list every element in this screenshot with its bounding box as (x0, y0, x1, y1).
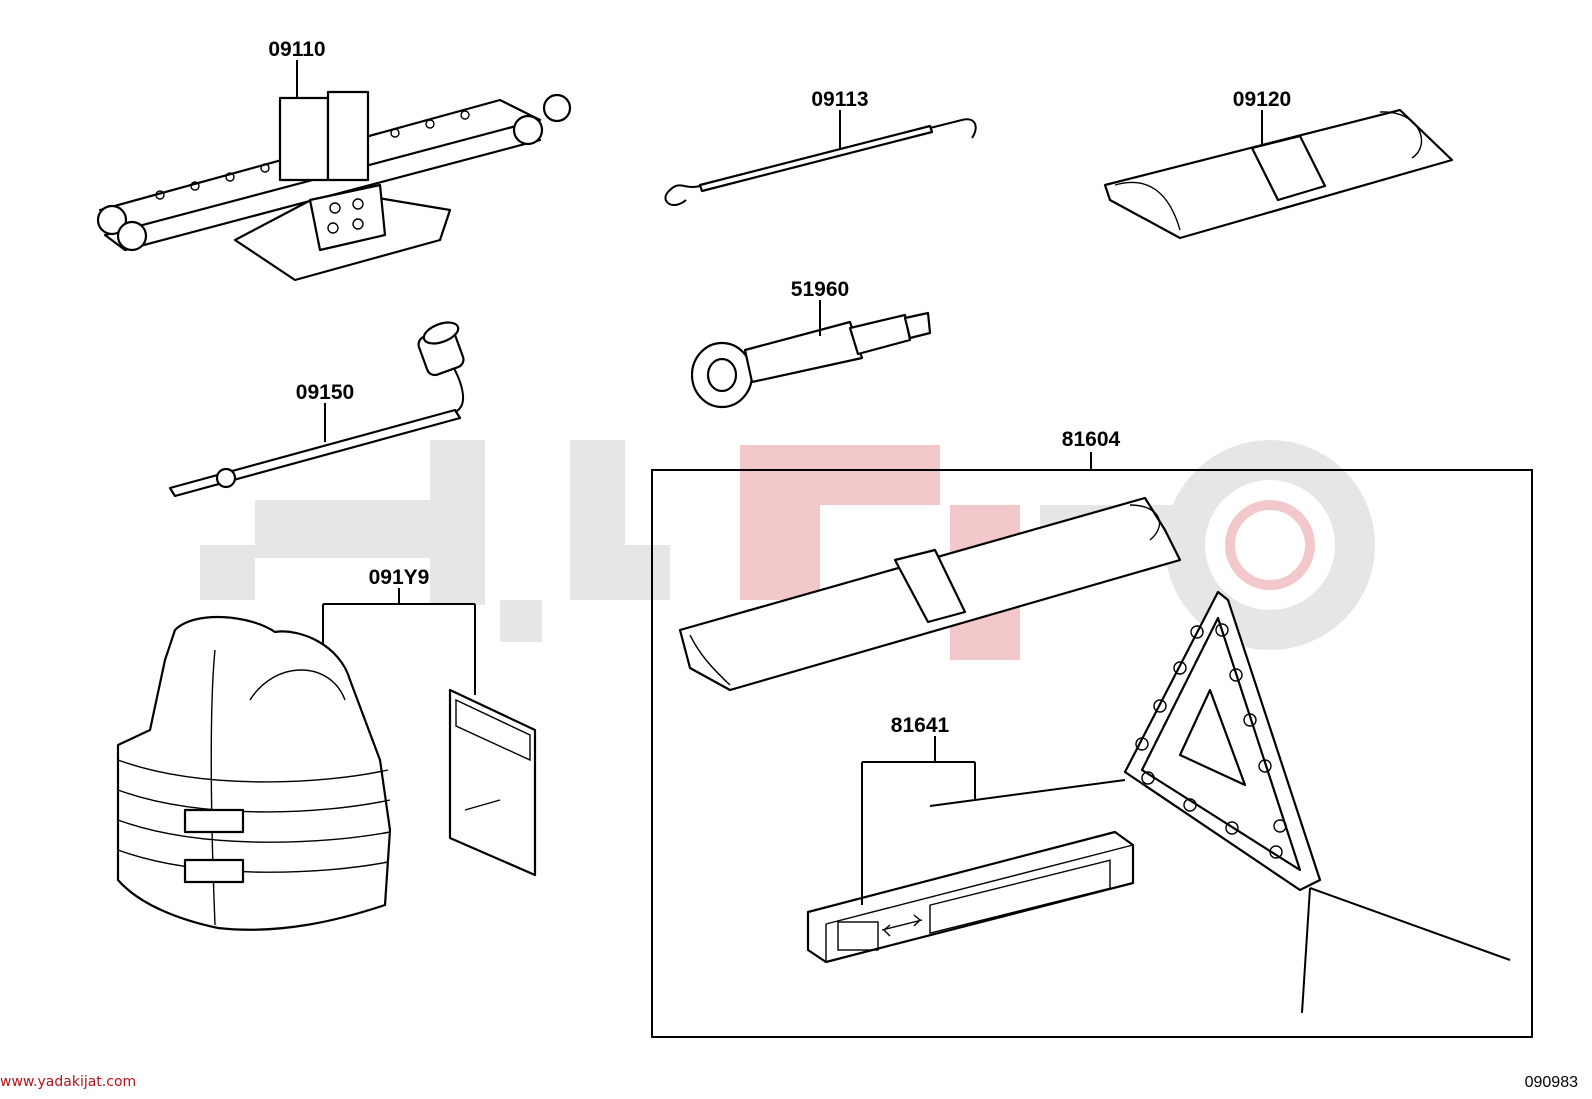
lug-wrench-part-number: 09150 (296, 381, 354, 404)
vest-bag-drawing (448, 688, 537, 877)
eye-bolt-drawing (690, 311, 932, 409)
jack-part-number: 09110 (268, 38, 325, 61)
warning-triangle-drawing (929, 590, 1511, 1014)
warning-kit-part-number: 81604 (1062, 428, 1121, 451)
jack-handle-drawing (664, 118, 977, 206)
jack-drawing (96, 90, 572, 282)
triangle-case-drawing (806, 830, 1135, 964)
warning-kit-bag-drawing (678, 496, 1182, 692)
jack-handle-part-number: 09113 (811, 88, 868, 111)
drawing-code: 090983 (1524, 1074, 1578, 1091)
triangle-case-part-number: 81641 (891, 714, 950, 737)
safety-vest-drawing (116, 615, 392, 931)
website-watermark: www.yadakijat.com (0, 1074, 137, 1090)
vest-set-part-number: 091Y9 (369, 566, 430, 589)
tool-bag-part-number: 09120 (1233, 88, 1291, 111)
lug-wrench-drawing (168, 321, 465, 498)
tool-bag-drawing (1103, 108, 1454, 240)
eye-bolt-part-number: 51960 (791, 278, 849, 301)
